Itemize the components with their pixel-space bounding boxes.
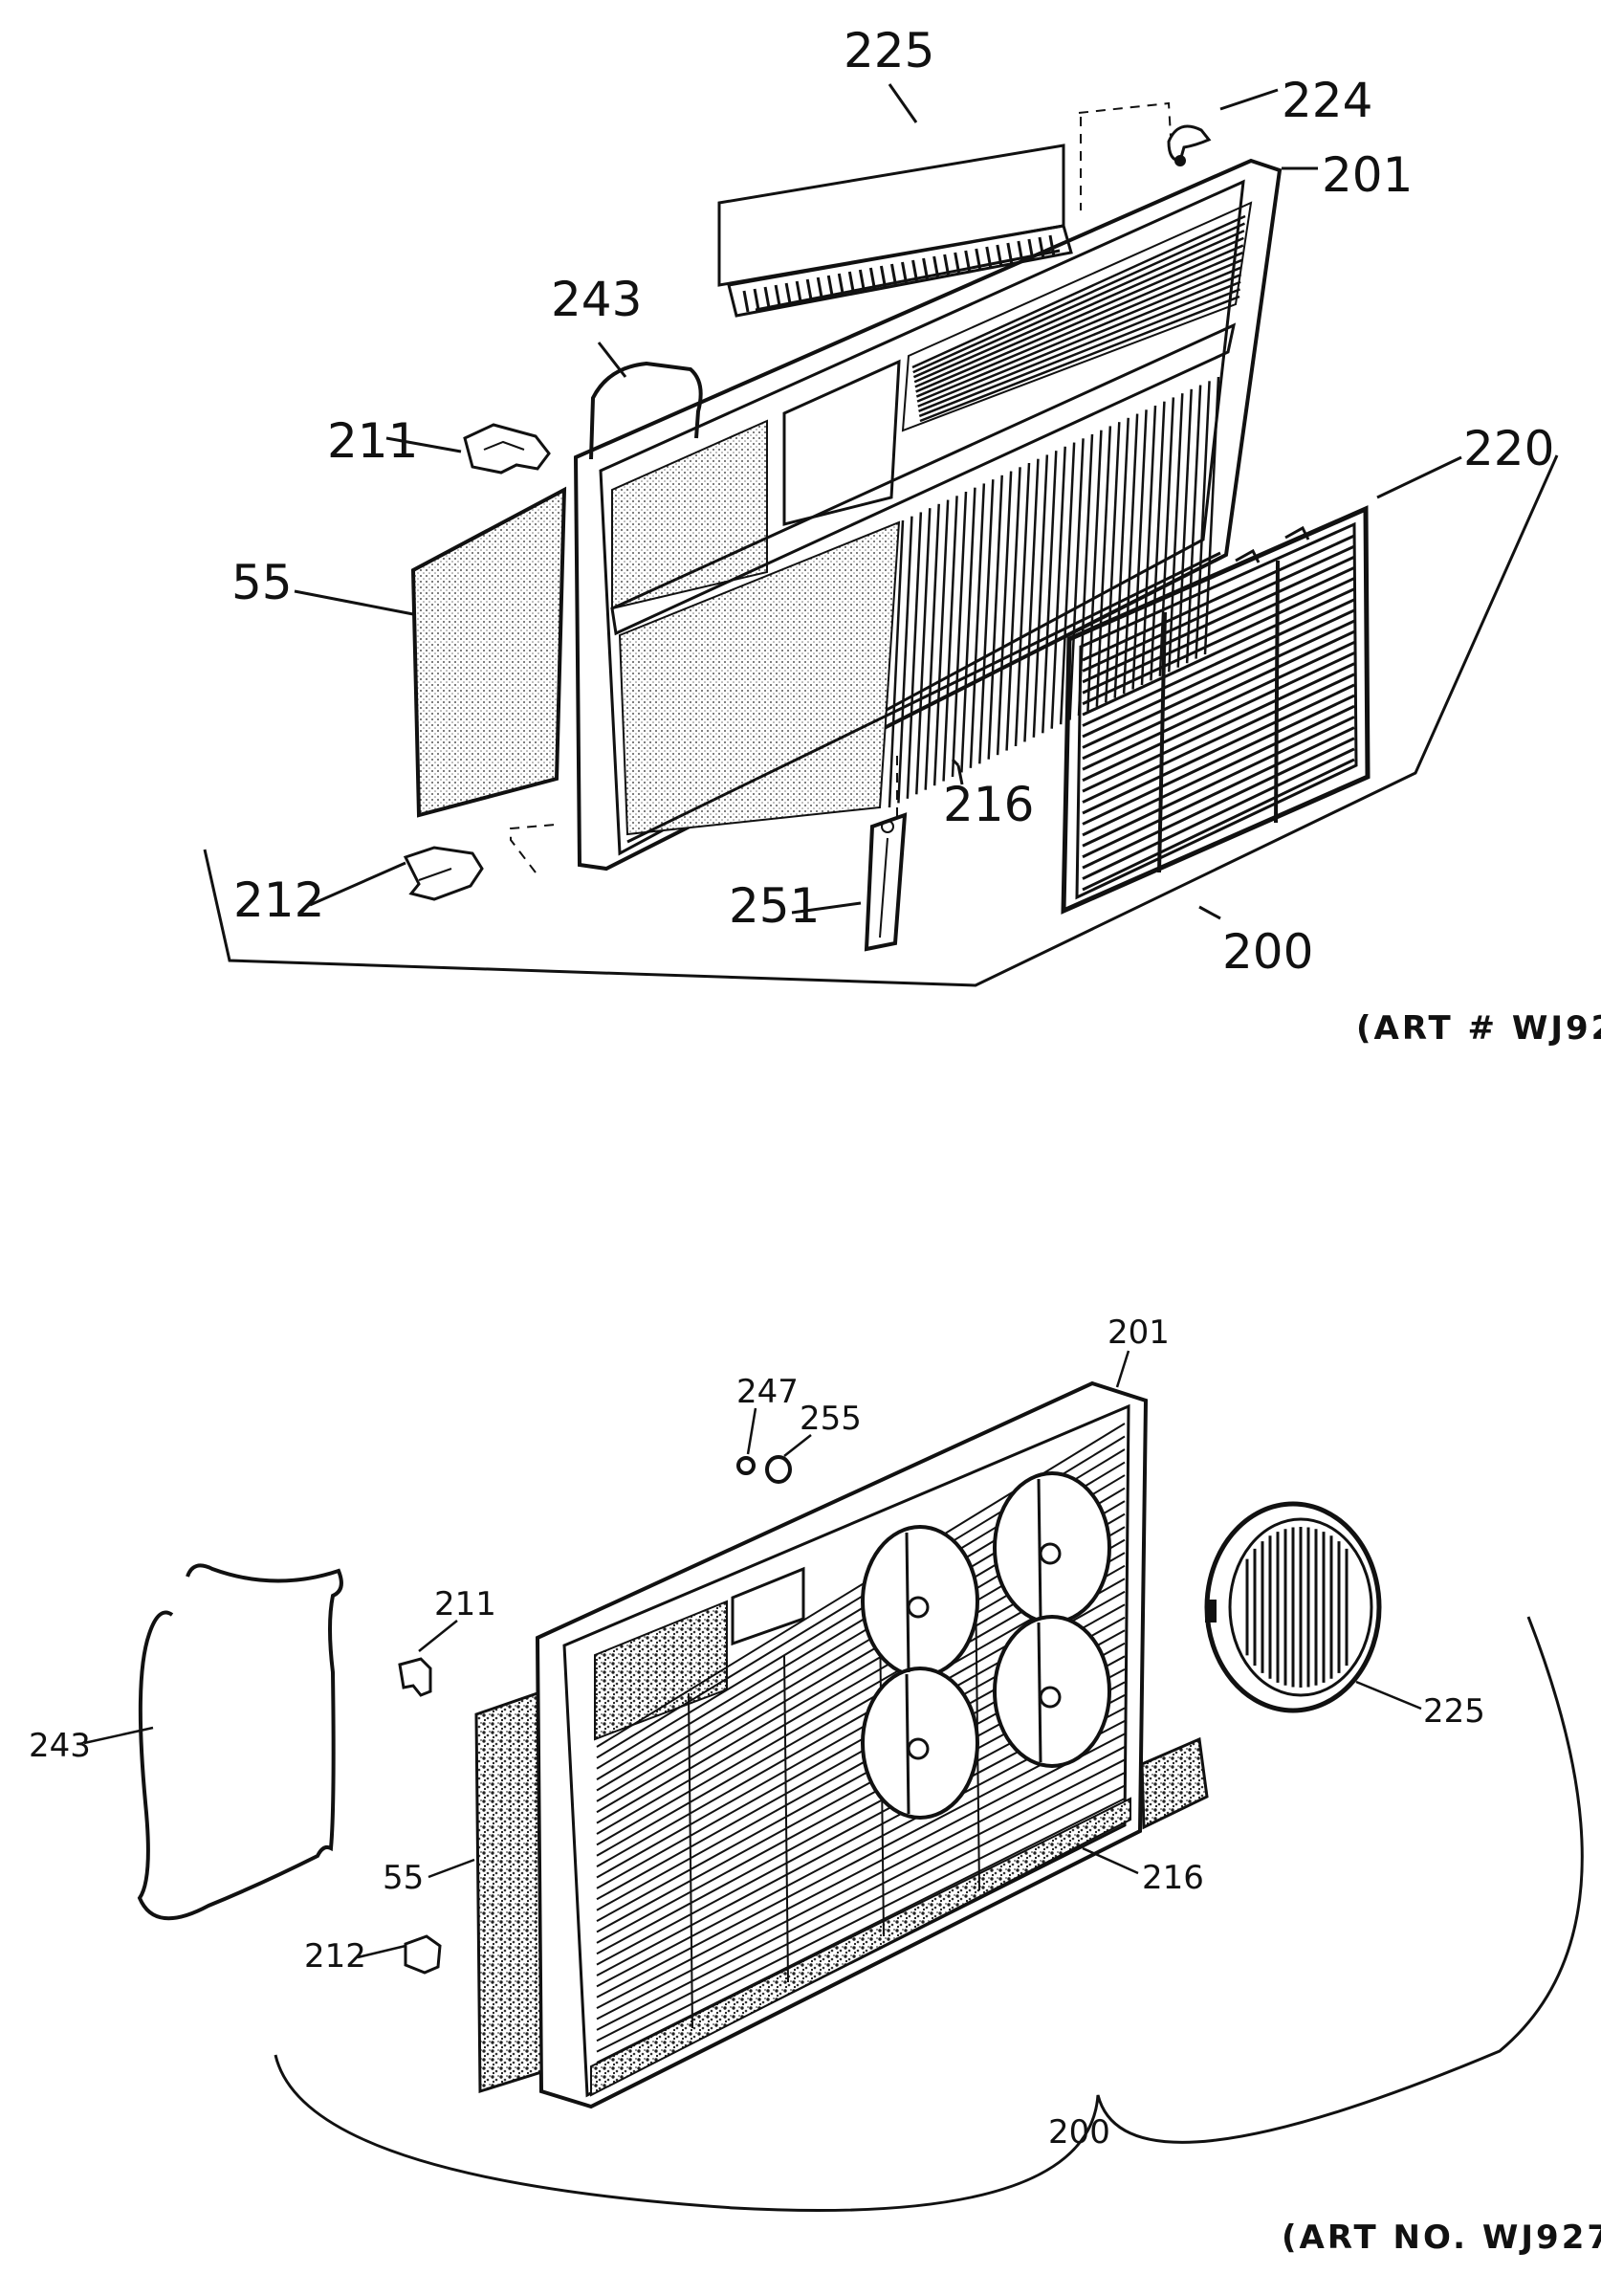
part-216-foam-strip [1140,1736,1209,1830]
part-201-front-frame-bottom [535,1380,1149,2109]
part-211-clip-bottom [398,1657,432,1697]
callout-224: 224 [1282,73,1372,128]
part-255-washer [765,1455,792,1484]
callouts-bottom: 201 247 255 211 243 225 55 216 212 200 [29,1314,1485,2152]
part-55-filter [410,486,567,818]
callout-211: 211 [327,413,418,469]
part-243-handle [589,361,703,460]
art-number-bottom: (ART NO. WJ9276 [1282,2219,1601,2257]
part-212-clip [403,846,484,901]
callout-243-bottom: 243 [29,1727,91,1765]
art-number-top: (ART # WJ92 [1356,1009,1601,1048]
part-225-louver-insert [717,144,1073,318]
callout-212-bottom: 212 [304,1937,366,1976]
part-225-round-louver [1204,1501,1382,1713]
callout-201: 201 [1322,147,1413,203]
callout-55-bottom: 55 [383,1859,424,1897]
part-224-knob [1167,124,1212,166]
leader-lines-bottom [83,1350,1422,1959]
callout-55: 55 [231,555,293,610]
part-243-handle-bottom [137,1563,343,1921]
leader-lines-top [294,83,1462,920]
top-exploded-view: 225 224 201 243 211 220 55 216 212 251 2… [203,23,1601,1048]
part-55-foam-filter [474,1690,543,2094]
callout-220: 220 [1463,421,1554,476]
callout-251: 251 [729,878,820,934]
part-251-strip [864,812,908,952]
dashed-guides-top [510,101,1172,873]
callout-255: 255 [800,1400,862,1438]
callout-243: 243 [551,272,642,327]
callout-225: 225 [844,23,934,78]
callouts-top: 225 224 201 243 211 220 55 216 212 251 2… [231,23,1554,980]
bottom-exploded-view: 201 247 255 211 243 225 55 216 212 200 (… [29,1314,1601,2257]
callout-212: 212 [233,872,324,928]
callout-211-bottom: 211 [434,1585,496,1623]
part-220-grille [1061,505,1371,915]
callout-247: 247 [736,1373,799,1411]
part-211-clip [463,423,551,475]
assembly-bracket-top [203,454,1559,987]
callout-200: 200 [1222,924,1313,980]
callout-201-bottom: 201 [1108,1314,1170,1352]
part-201-front-frame [573,158,1283,872]
disc-hubs [905,1478,1062,1815]
callout-216: 216 [943,777,1034,832]
callout-200-bottom: 200 [1048,2113,1110,2152]
callout-216-bottom: 216 [1142,1859,1204,1897]
part-247-screw [736,1456,756,1475]
part-212-clip-bottom [404,1934,442,1975]
callout-225-bottom: 225 [1423,1692,1485,1731]
assembly-brace-bottom [274,1616,1584,2213]
